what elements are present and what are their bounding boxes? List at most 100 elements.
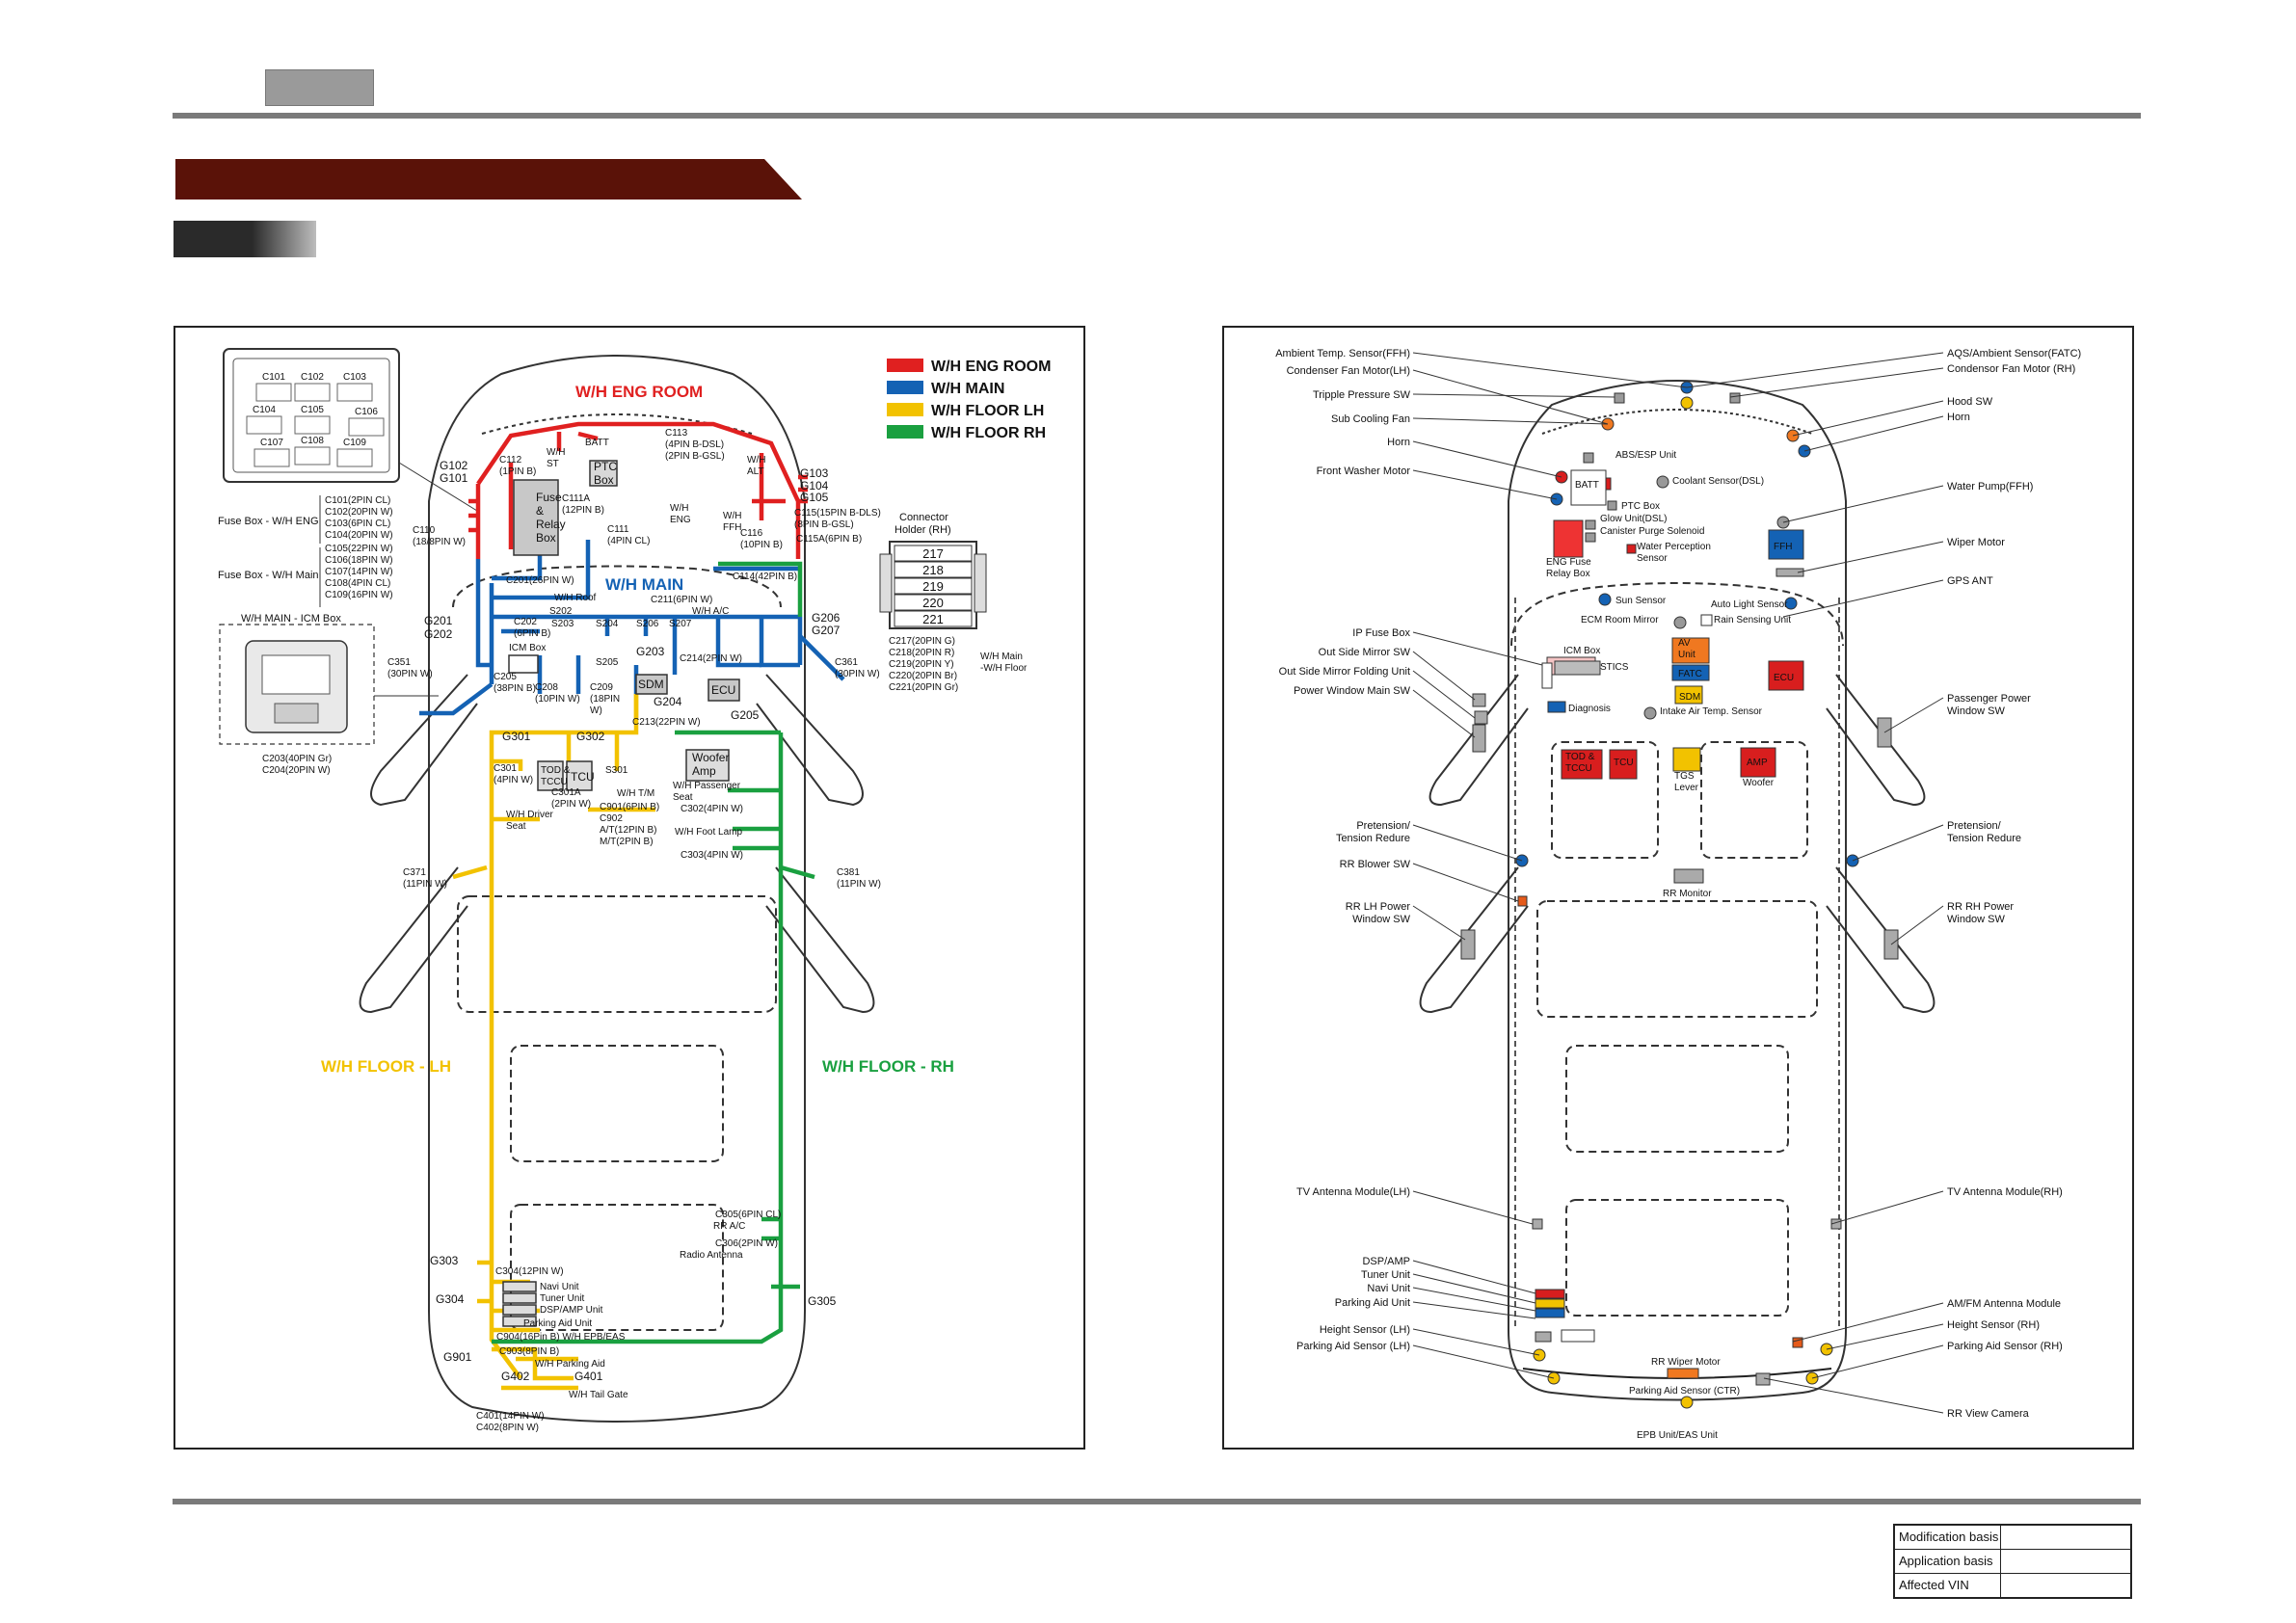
right-inner-label: ECU: [1774, 673, 1794, 683]
label-whpass: W/H Passenger: [673, 781, 741, 791]
section-title-bar: [175, 159, 802, 200]
right-inner-label: EPB Unit/EAS Unit: [1637, 1430, 1718, 1441]
label-c116: C116: [740, 528, 763, 539]
label-g201: G201: [424, 614, 453, 627]
fuse-box-connector-spec: C108(4PIN CL): [325, 578, 390, 589]
fuse-box-connector-label: C102: [301, 372, 324, 383]
right-inner-label: Auto Light Sensor: [1711, 599, 1788, 610]
footer-row-application: Application basis: [1895, 1550, 2130, 1574]
label-c351: (30PIN W): [387, 669, 433, 679]
label-c211: C211(6PIN W): [651, 595, 712, 605]
leader-line: [1792, 1302, 1944, 1343]
leader-line: [1412, 440, 1562, 478]
subsection-tab: [174, 221, 316, 257]
label-whst: ST: [547, 459, 559, 469]
fuse-box-connector-spec: C103(6PIN CL): [325, 519, 390, 529]
label-c111: (4PIN CL): [607, 536, 650, 546]
right-callout-right: Hood SW: [1947, 396, 1993, 408]
label-c301a: (2PIN W): [551, 799, 591, 810]
label-whst: W/H: [547, 447, 565, 458]
right-inner-label: Unit: [1678, 650, 1695, 660]
label-fuse: Box: [536, 531, 556, 545]
footer-label: Application basis: [1895, 1550, 2001, 1573]
leader-line: [1782, 579, 1944, 618]
label-ecu: ECU: [711, 683, 735, 697]
label-fuse: Fuse: [536, 491, 562, 504]
fuse-box-connector-spec: C107(14PIN W): [325, 567, 393, 577]
label-g105: G105: [800, 491, 829, 504]
right-inner-label: Sun Sensor: [1615, 596, 1667, 606]
right-callout-left: Horn: [1387, 437, 1410, 448]
footer-label: Modification basis: [1895, 1526, 2001, 1549]
legend-label: W/H FLOOR RH: [931, 425, 1046, 441]
label-tcu: TCU: [571, 770, 595, 784]
right-callout-left: DSP/AMP: [1362, 1256, 1410, 1267]
holder-slot: [894, 610, 973, 627]
label-rrac: RR A/C: [713, 1221, 745, 1232]
right-inner-label: TGS: [1674, 771, 1695, 782]
footer-row-vin: Affected VIN: [1895, 1574, 2130, 1597]
holder-slot-number: 217: [922, 546, 944, 561]
right-callout-right: GPS ANT: [1947, 575, 1993, 587]
fuse-box-socket: [336, 448, 373, 467]
label-g301: G301: [502, 730, 531, 743]
footer-row-modification: Modification basis: [1895, 1526, 2130, 1550]
label-woofer: Amp: [692, 764, 716, 778]
fuse-box-socket: [294, 383, 331, 402]
label-c302: C302(4PIN W): [681, 804, 743, 814]
fuse-box-connector-label: C106: [355, 407, 378, 417]
label-c301a: C301A: [551, 787, 581, 798]
label-s206: S206: [636, 619, 659, 629]
right-callout-left: RR Blower SW: [1340, 859, 1411, 870]
label-radio: Radio Antenna: [680, 1250, 743, 1261]
fuse-box-socket: [348, 417, 385, 437]
label-fuse: Relay: [536, 518, 566, 531]
fuse-box-main-label: Fuse Box - W/H Main: [218, 570, 319, 581]
label-whalt: W/H: [747, 455, 765, 466]
label-c301: (4PIN W): [494, 775, 533, 785]
right-inner-label: Relay Box: [1546, 569, 1590, 579]
label-whtail: W/H Tail Gate: [569, 1390, 628, 1400]
fuse-box-socket: [336, 383, 373, 402]
right-callout-right: TV Antenna Module(RH): [1947, 1186, 2063, 1198]
right-inner-label: RR Monitor: [1663, 889, 1712, 899]
label-c381: C381: [837, 867, 860, 878]
fuse-box-socket: [255, 383, 292, 402]
right-callout-right: Parking Aid Sensor (RH): [1947, 1341, 2063, 1352]
right-inner-label: AV: [1678, 638, 1691, 649]
fuse-box-connector-label: C109: [343, 438, 366, 448]
right-callout-left: Out Side Mirror SW: [1319, 647, 1411, 658]
right-callout-right: Window SW: [1947, 914, 2006, 925]
harness-main: [419, 540, 845, 716]
label-c113: (2PIN B-GSL): [665, 451, 725, 462]
right-callout-left: Navi Unit: [1367, 1283, 1410, 1294]
right-callout-left: Window SW: [1352, 914, 1411, 925]
right-inner-label: PTC Box: [1621, 501, 1660, 512]
right-callout-left: Sub Cooling Fan: [1331, 413, 1410, 425]
right-component-shapes: [1460, 392, 1899, 1386]
label-whdriver: Seat: [506, 821, 526, 832]
leader-line: [1412, 1260, 1536, 1294]
label-s207: S207: [669, 619, 692, 629]
label-g402: G402: [501, 1370, 530, 1383]
right-inner-label: ENG Fuse: [1546, 557, 1591, 568]
header-gray-tab: [265, 69, 374, 106]
leader-line: [1412, 393, 1615, 398]
leader-line: [1412, 631, 1543, 666]
label-c371: C371: [403, 867, 426, 878]
label-c371: (11PIN W): [403, 879, 447, 890]
legend-swatch: [887, 359, 923, 372]
label-g202: G202: [424, 627, 453, 641]
label-s202: S202: [549, 606, 573, 617]
label-c401: C401(14PIN W): [476, 1411, 545, 1422]
leader-line: [1729, 367, 1944, 398]
legend-swatch: [887, 381, 923, 394]
left-car-body: [359, 355, 875, 1423]
leader-line: [1852, 824, 1944, 862]
label-g101: G101: [440, 471, 468, 485]
label-whffh: FFH: [723, 522, 741, 533]
label-mt: M/T(2PIN B): [600, 837, 654, 847]
